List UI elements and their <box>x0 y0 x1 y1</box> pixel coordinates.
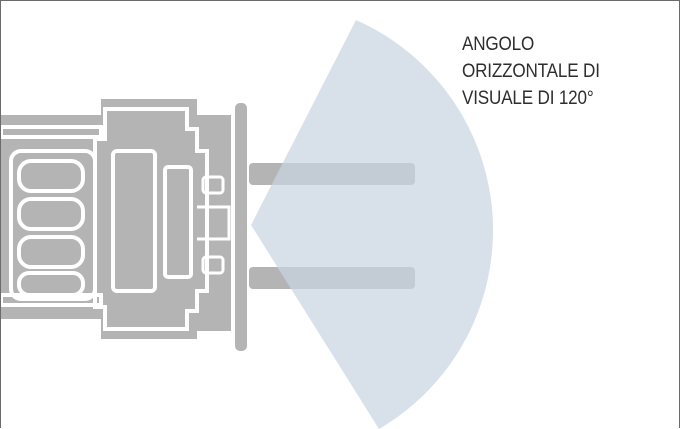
caption-line-2: ORIZZONTALE DI <box>462 61 600 82</box>
field-of-view-sector <box>251 20 494 429</box>
caption-line-3: VISUALE DI 120° <box>462 88 594 109</box>
view-angle-caption: ANGOLO ORIZZONTALE DI VISUALE DI 120° <box>462 31 642 112</box>
caption-line-1: ANGOLO <box>462 34 535 55</box>
